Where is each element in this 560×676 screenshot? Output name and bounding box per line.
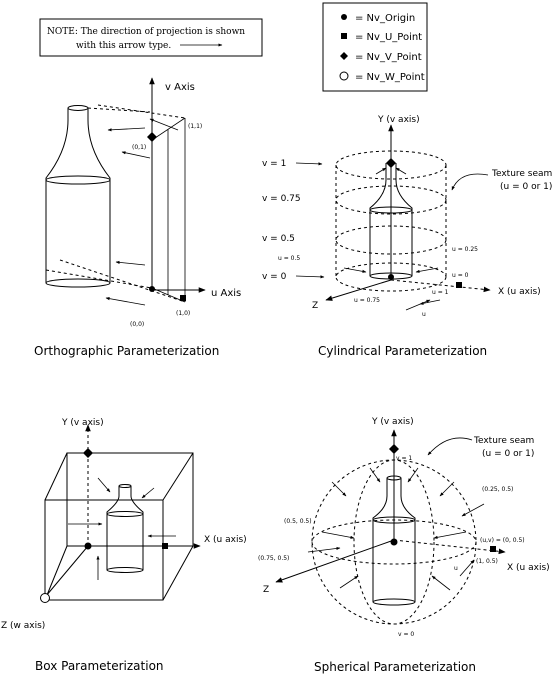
origin-marker <box>388 274 394 280</box>
u-point-marker <box>490 546 496 552</box>
seam-pointer <box>427 437 473 456</box>
z-axis-label: Z <box>263 585 269 595</box>
nv-v-point-icon <box>340 52 348 60</box>
projection-arrows <box>68 477 176 580</box>
u-point-marker <box>456 282 462 288</box>
u-0-label: u = 0 <box>452 272 469 279</box>
box-outline <box>44 452 194 601</box>
coord-1-1: (1,1) <box>188 123 202 130</box>
seam-label-2: (u = 0 or 1) <box>482 449 534 459</box>
v-point-marker <box>83 448 93 458</box>
bottle-shape <box>106 484 144 573</box>
coord-025-label: (0.25, 0.5) <box>482 486 513 493</box>
z-axis-arrow <box>325 279 392 301</box>
box-caption: Box Parameterization <box>35 659 164 673</box>
projection-arrows <box>307 467 485 591</box>
z-axis-arrow <box>275 539 395 583</box>
seam-label-1: Texture seam <box>473 436 534 446</box>
u-axis-label: u Axis <box>211 288 241 299</box>
coord-05-label: (0.5, 0.5) <box>284 518 312 525</box>
v-1-label: v = 1 <box>262 159 286 169</box>
origin-marker <box>149 286 155 292</box>
bottle-shape <box>45 105 111 288</box>
v-point-marker <box>386 158 396 168</box>
spherical-caption: Spherical Parameterization <box>314 660 476 674</box>
x-axis-label: X (u axis) <box>507 563 550 573</box>
u-label: u <box>422 311 426 318</box>
coord-0-0: (0,0) <box>130 321 144 328</box>
u-point-marker <box>162 543 168 549</box>
coord-uv-label: (u,v) = (0, 0.5) <box>480 537 525 544</box>
projection-plane <box>151 117 186 303</box>
origin-marker <box>390 538 398 546</box>
bottle-shape <box>372 475 416 606</box>
x-axis-arrow <box>393 539 506 555</box>
coord-075-label: (0.75, 0.5) <box>258 555 289 562</box>
nv-u-point-icon <box>341 33 347 39</box>
legend-u-point: = Nv_U_Point <box>355 32 422 43</box>
x-axis-arrow <box>390 279 491 293</box>
legend-origin: = Nv_Origin <box>355 13 415 24</box>
legend-w-point: = Nv_W_Point <box>355 72 425 83</box>
orthographic-caption: Orthographic Parameterization <box>34 344 219 358</box>
nv-origin-icon <box>341 14 347 20</box>
v-point-marker <box>147 132 157 142</box>
projection-arrows <box>105 118 179 306</box>
legend: = Nv_Origin = Nv_U_Point = Nv_V_Point = … <box>322 2 428 92</box>
v-075-label: v = 0.75 <box>262 194 301 204</box>
origin-marker <box>84 542 92 550</box>
coord-1-0: (1,0) <box>176 310 190 317</box>
y-axis-label: Y (v axis) <box>61 418 104 428</box>
spherical-panel: Y (v axis) X (u axis) Z Texture seam (u … <box>258 417 550 674</box>
u-05-label: u = 0.5 <box>278 255 300 262</box>
cylindrical-caption: Cylindrical Parameterization <box>318 344 487 358</box>
dashed-cylinder <box>335 150 447 292</box>
coord-1-label: (1, 0.5) <box>476 558 498 565</box>
dashed-sphere <box>311 459 477 625</box>
note-line-2: with this arrow type. <box>76 41 171 51</box>
seam-label-1: Texture seam <box>491 169 552 179</box>
v-0-label: v = 0 <box>262 272 287 282</box>
y-axis-label: Y (v axis) <box>377 115 420 125</box>
v-1-label: v = 1 <box>396 455 412 462</box>
u-point-marker <box>180 295 186 301</box>
note-box: NOTE: The direction of projection is sho… <box>39 18 263 57</box>
box-panel: Y (v axis) X (u axis) Z (w axis) Box Par… <box>1 418 247 673</box>
seam-pointer <box>451 173 489 191</box>
x-axis-label: X (u axis) <box>204 535 247 545</box>
y-axis-label: Y (v axis) <box>371 417 414 427</box>
v-axis-label: v Axis <box>165 82 195 93</box>
nv-w-point-icon <box>339 71 349 81</box>
v-0-label: v = 0 <box>398 631 414 638</box>
projection-arrows <box>343 167 441 311</box>
legend-v-point: = Nv_V_Point <box>355 52 422 63</box>
cylindrical-panel: Y (v axis) X (u axis) Z Texture seam (u … <box>262 115 552 358</box>
orthographic-panel: v Axis u Axis (0,1) (1,1) (0,0) (1,0) Or… <box>34 77 241 358</box>
z-axis-line <box>45 545 89 597</box>
z-axis-label: Z <box>312 301 318 311</box>
v-05-label: v = 0.5 <box>262 234 295 244</box>
w-point-marker <box>40 593 50 603</box>
coord-0-1: (0,1) <box>132 144 146 151</box>
x-axis-label: X (u axis) <box>498 287 541 297</box>
v-point-marker <box>389 444 399 454</box>
seam-label-2: (u = 0 or 1) <box>500 182 552 192</box>
note-line-1: NOTE: The direction of projection is sho… <box>47 27 245 37</box>
z-axis-label: Z (w axis) <box>1 621 45 631</box>
u-label: u <box>454 565 458 572</box>
u-1-label: u = 1 <box>432 289 449 296</box>
u-075-label: u = 0.75 <box>354 297 380 304</box>
u-025-label: u = 0.25 <box>452 246 478 253</box>
